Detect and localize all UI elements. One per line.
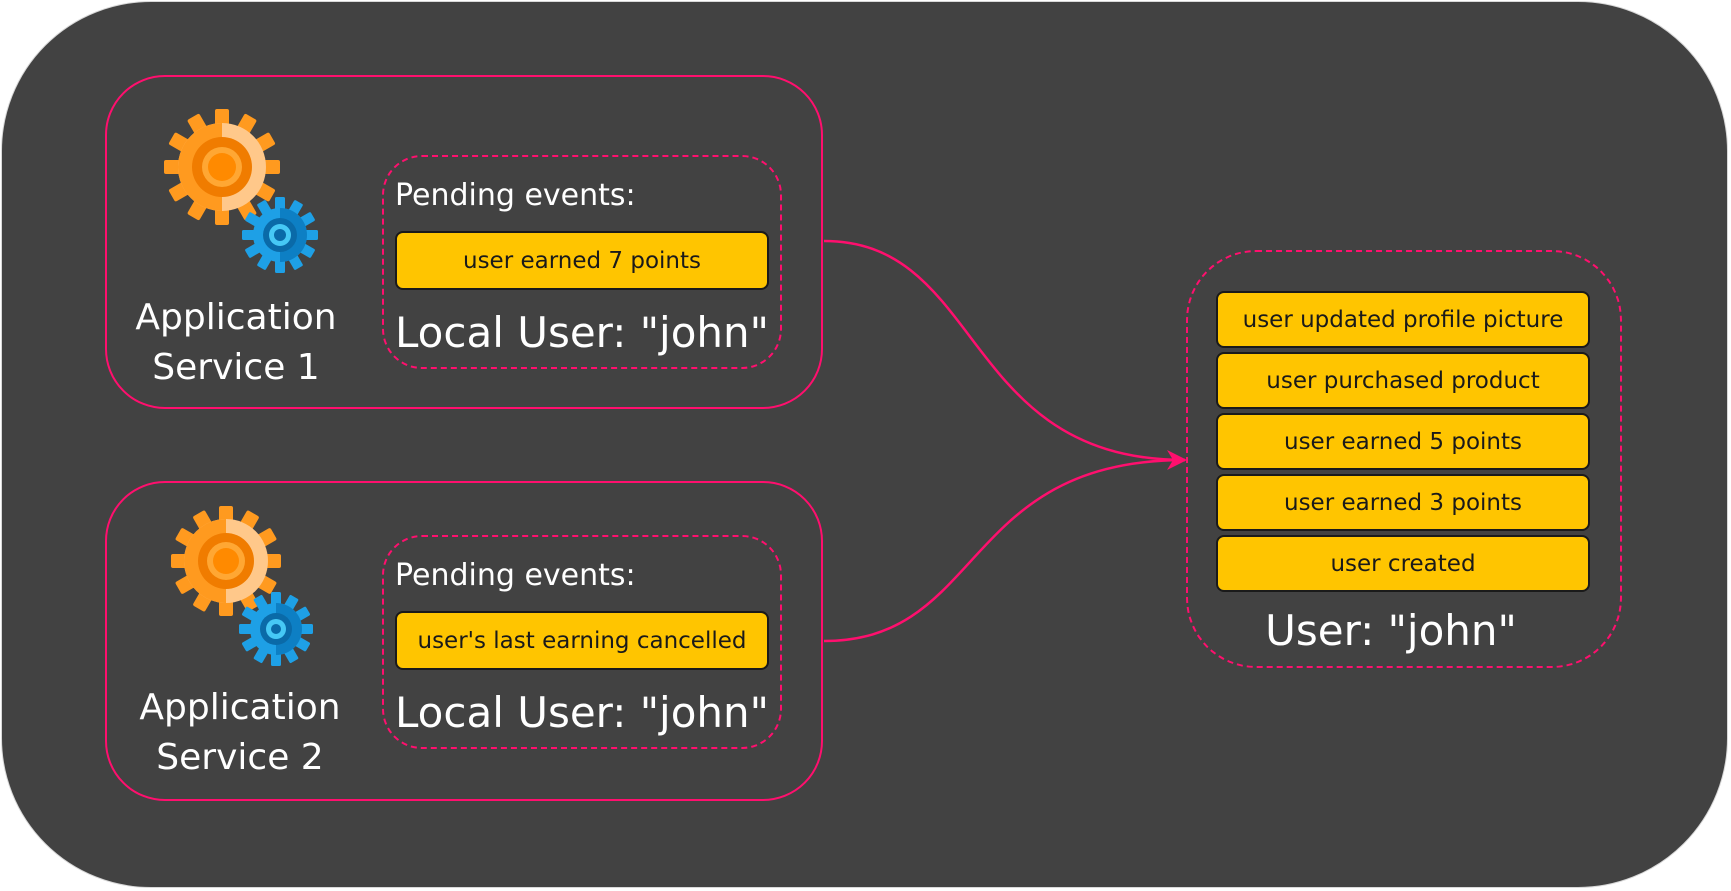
aggregate-event: user created bbox=[1216, 535, 1590, 592]
service-1-name: Application Service 1 bbox=[116, 293, 356, 393]
service-2-pending-title: Pending events: bbox=[395, 558, 636, 593]
service-2-name: Application Service 2 bbox=[120, 683, 360, 783]
service-2-pending-event: user's last earning cancelled bbox=[395, 611, 769, 670]
service-2-name-line2: Service 2 bbox=[156, 737, 324, 778]
connector-service-2 bbox=[823, 450, 1187, 643]
gears-icon bbox=[164, 109, 318, 273]
service-1-local-user-title: Local User: "john" bbox=[395, 308, 769, 357]
service-2-name-line1: Application bbox=[139, 687, 341, 728]
aggregate-event: user earned 5 points bbox=[1216, 413, 1590, 470]
service-1-pending-event: user earned 7 points bbox=[395, 231, 769, 290]
aggregate-event: user updated profile picture bbox=[1216, 291, 1590, 348]
service-1-name-line2: Service 1 bbox=[152, 347, 320, 388]
service-1-box bbox=[105, 75, 823, 409]
aggregate-event: user purchased product bbox=[1216, 352, 1590, 409]
service-1-local-user-box bbox=[382, 155, 782, 369]
gears-icon bbox=[171, 506, 313, 666]
service-1-name-line1: Application bbox=[135, 297, 337, 338]
service-2-local-user-box bbox=[382, 535, 782, 749]
aggregate-user-title: User: "john" bbox=[1265, 606, 1517, 655]
aggregate-user-box bbox=[1186, 250, 1622, 668]
service-2-local-user-title: Local User: "john" bbox=[395, 688, 769, 737]
service-2-box bbox=[105, 481, 823, 801]
connector-service-1 bbox=[823, 239, 1186, 462]
service-1-pending-title: Pending events: bbox=[395, 178, 636, 213]
aggregate-event: user earned 3 points bbox=[1216, 474, 1590, 531]
